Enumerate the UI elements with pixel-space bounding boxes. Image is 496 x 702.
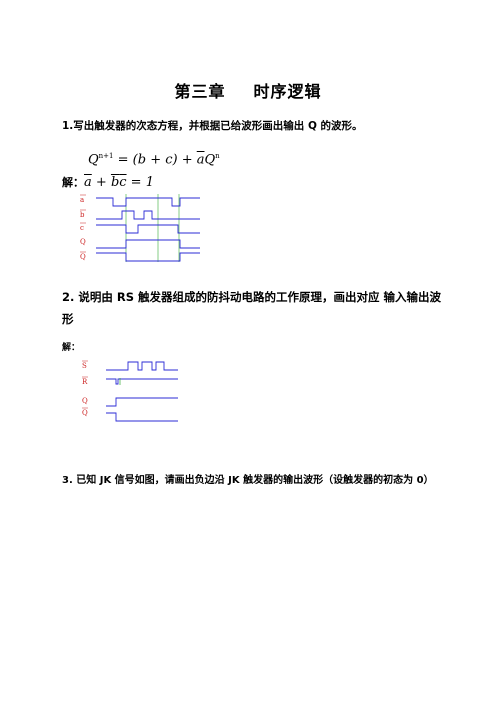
eq-lhs-sup: n+1: [98, 152, 114, 160]
eq-q: Q: [204, 152, 216, 168]
wave-label-q-bar: Q: [80, 253, 86, 261]
waveform-diagram-1: a b c Q Q: [80, 194, 200, 262]
wave-label-q2: Q: [82, 397, 88, 405]
wave-q: [96, 239, 200, 249]
wave-label-q: Q: [80, 238, 86, 246]
wave-label-r: R: [82, 378, 88, 386]
sol1-c-bar: c: [119, 175, 127, 190]
wave-label-b: b: [80, 211, 85, 219]
wave-q2-bar: [106, 412, 178, 422]
wave-label-a: a: [80, 196, 84, 204]
wave-c-bar: [96, 224, 200, 234]
solution-1-label: 解：: [62, 176, 84, 189]
eq-lhs: Q: [88, 152, 99, 168]
wave-q-bar: [96, 252, 200, 262]
title-topic: 时序逻辑: [253, 82, 322, 101]
wave-label-c: c: [80, 224, 84, 232]
question-3: 3. 已知 JK 信号如图，请画出负边沿 JK 触发器的输出波形（设触发器的初态…: [62, 475, 434, 486]
solution-2-label: 解：: [62, 343, 81, 353]
question-1: 1.写出触发器的次态方程，并根据已给波形画出输出 Q 的波形。: [62, 120, 363, 132]
sol1-b-bar: b: [110, 175, 120, 190]
sol1-plus: +: [91, 175, 111, 190]
wave-q2: [106, 397, 178, 407]
eq-a-bar: a: [196, 152, 205, 168]
wave-label-q2-bar: Q: [82, 409, 88, 417]
eq-middle: = (b + c) +: [117, 152, 197, 168]
question-2: 2. 说明由 RS 触发器组成的防抖动电路的工作原理，画出对应 输入输出波形: [62, 290, 442, 326]
solution-1: 解：a + bc = 1: [62, 174, 154, 190]
wave-b-bar: [96, 210, 200, 220]
title-chapter: 第三章: [174, 82, 226, 101]
waveform-diagram-2: S R Q Q: [82, 360, 178, 422]
eq-q-sup: n: [215, 152, 220, 160]
wave-a-bar: [96, 197, 200, 207]
page-title: 第三章 时序逻辑: [0, 78, 496, 102]
wave-r-bar: [106, 378, 178, 385]
sol1-a-bar: a: [84, 175, 92, 190]
wave-label-s: S: [82, 362, 87, 370]
next-state-equation: Qn+1 = (b + c) + aQn: [88, 152, 220, 167]
sol1-rhs: = 1: [126, 175, 154, 190]
wave-s-bar: [106, 361, 178, 371]
